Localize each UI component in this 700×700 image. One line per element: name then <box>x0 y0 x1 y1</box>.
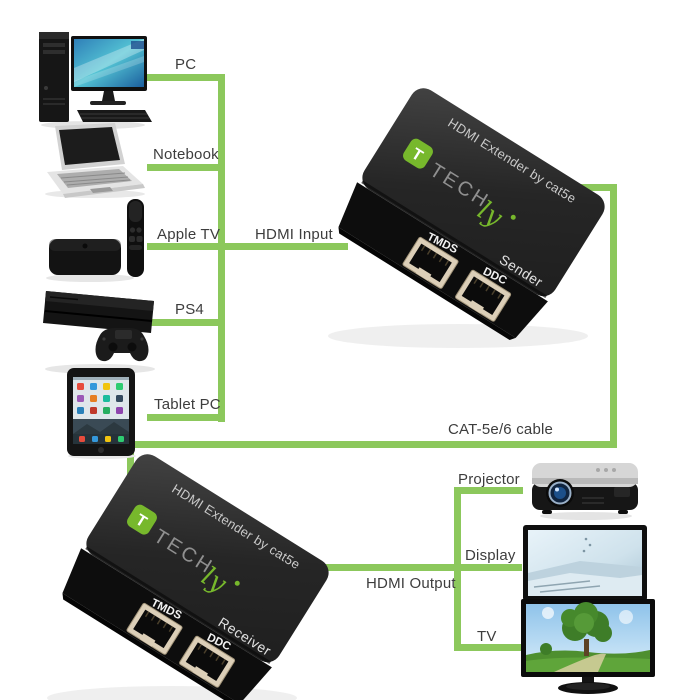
pc-image <box>39 32 152 129</box>
line-hdmi-input <box>147 243 348 250</box>
ps4-image <box>43 291 155 374</box>
label-hdmi-output: HDMI Output <box>366 575 456 592</box>
display-image <box>523 525 647 613</box>
receiver-device: HDMI Extender by cat5e T TECH ly Receive… <box>47 454 329 700</box>
label-pc: PC <box>175 56 197 73</box>
label-ps4: PS4 <box>175 301 204 318</box>
label-display: Display <box>465 547 516 564</box>
label-cable: CAT-5e/6 cable <box>448 421 554 438</box>
line-cat-sender-out <box>556 184 617 191</box>
line-hdmi-output <box>318 564 522 571</box>
label-tv: TV <box>477 628 497 645</box>
rj45-port-tmds: TMDS <box>402 231 460 289</box>
rj45-port-ddc: DDC <box>179 632 236 688</box>
label-projector: Projector <box>458 471 520 488</box>
tablet-pc-image <box>67 368 136 459</box>
line-cat-right-drop <box>610 184 617 448</box>
rj45-port-ddc: DDC <box>455 266 512 322</box>
projector-image <box>532 463 638 520</box>
label-tablet-pc: Tablet PC <box>154 396 221 413</box>
tv-image <box>521 599 655 694</box>
line-projector-branch <box>454 487 523 494</box>
line-pc-branch <box>147 74 225 81</box>
line-cat-horizontal <box>127 441 617 448</box>
notebook-image <box>45 123 145 198</box>
line-notebook-branch <box>147 164 225 171</box>
apple-tv-image <box>46 199 144 282</box>
line-tablet-branch <box>147 414 225 421</box>
line-right-trunk <box>454 487 461 651</box>
label-notebook: Notebook <box>153 146 219 163</box>
line-tv-branch <box>454 644 523 651</box>
label-hdmi-input: HDMI Input <box>255 226 333 243</box>
label-apple-tv: Apple TV <box>157 226 221 243</box>
sender-device: HDMI Extender by cat5e T TECH ly Sender … <box>328 88 605 348</box>
line-ps4-branch <box>147 319 225 326</box>
